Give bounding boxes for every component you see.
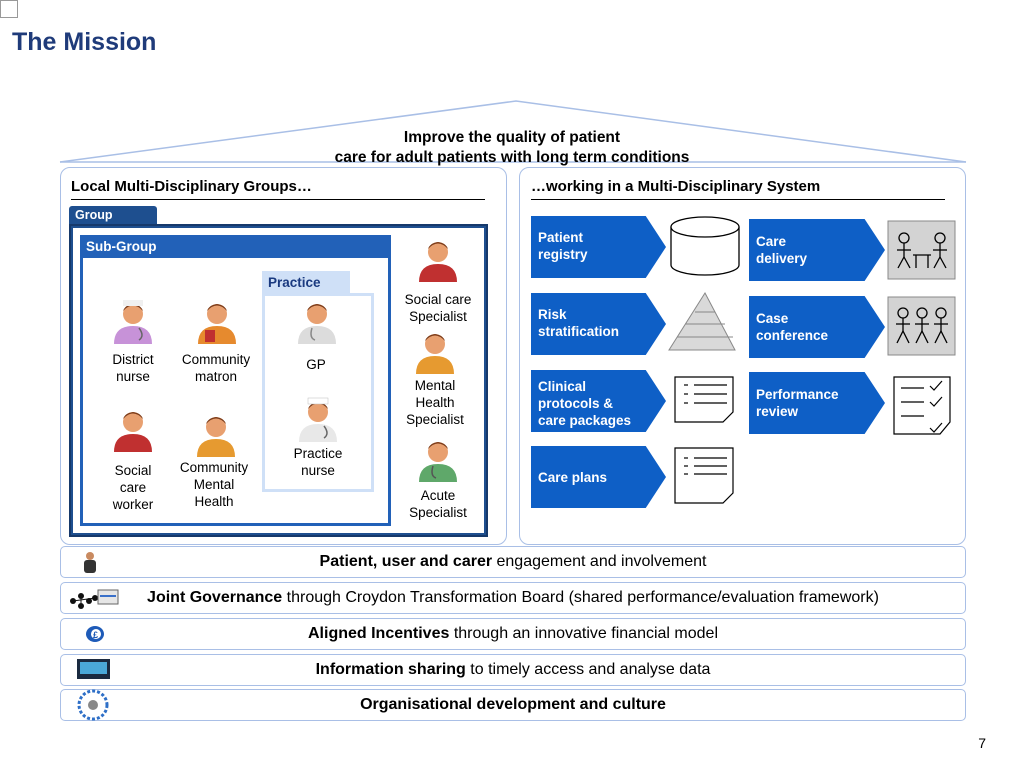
mission-line-1: Improve the quality of patient — [403, 129, 621, 146]
bar-engagement: Patient, user and carer engagement and i… — [60, 546, 966, 578]
right-panel — [519, 167, 966, 545]
role-gp: GP — [306, 357, 326, 372]
document-icon — [0, 0, 18, 18]
checklist-icon — [893, 376, 951, 435]
page-number: 7 — [978, 735, 986, 751]
currency-globe-icon: £ — [86, 626, 104, 642]
protocol-document-icon — [674, 376, 734, 423]
care-plans-box: Care plans — [531, 446, 666, 508]
left-panel-heading: Local Multi-Disciplinary Groups… — [71, 178, 312, 195]
svg-text:£: £ — [93, 630, 98, 640]
pyramid-icon — [668, 292, 736, 351]
group-tab: Group — [69, 206, 157, 226]
bar-governance: Joint Governance through Croydon Transfo… — [60, 582, 966, 614]
community-matron-icon — [198, 304, 236, 344]
right-panel-heading: …working in a Multi-Disciplinary System — [531, 178, 821, 195]
roof-shape — [59, 100, 967, 163]
practice-nurse-icon — [299, 397, 337, 442]
mission-statement: Improve the quality of patient care for … — [230, 128, 794, 168]
care-delivery-people-icon — [887, 220, 956, 280]
care-plan-document-icon — [674, 447, 734, 504]
bar-information-sharing: Information sharing to timely access and… — [60, 654, 966, 686]
page-title: The Mission — [12, 28, 157, 56]
database-icon — [670, 216, 740, 276]
network-icon — [70, 593, 98, 609]
district-nurse-icon — [114, 300, 152, 344]
practice-tab: Practice — [262, 271, 350, 295]
person-silhouette-icon — [84, 552, 96, 573]
mission-line-2: care for adult patients with long term c… — [334, 149, 690, 166]
case-conference-people-icon — [887, 296, 956, 356]
monitor-icon — [97, 589, 119, 605]
screen-display-icon — [77, 659, 110, 679]
gp-icon — [298, 304, 336, 344]
left-panel — [60, 167, 507, 545]
bar-incentives: Aligned Incentives through an innovative… — [60, 618, 966, 650]
right-heading-rule — [531, 199, 945, 200]
subgroup-tab: Sub-Group — [80, 235, 391, 259]
people-circle-icon — [77, 689, 109, 721]
acute-specialist-icon — [419, 442, 457, 482]
left-heading-rule — [71, 199, 485, 200]
bar-organisational-development: Organisational development and culture — [60, 689, 966, 721]
